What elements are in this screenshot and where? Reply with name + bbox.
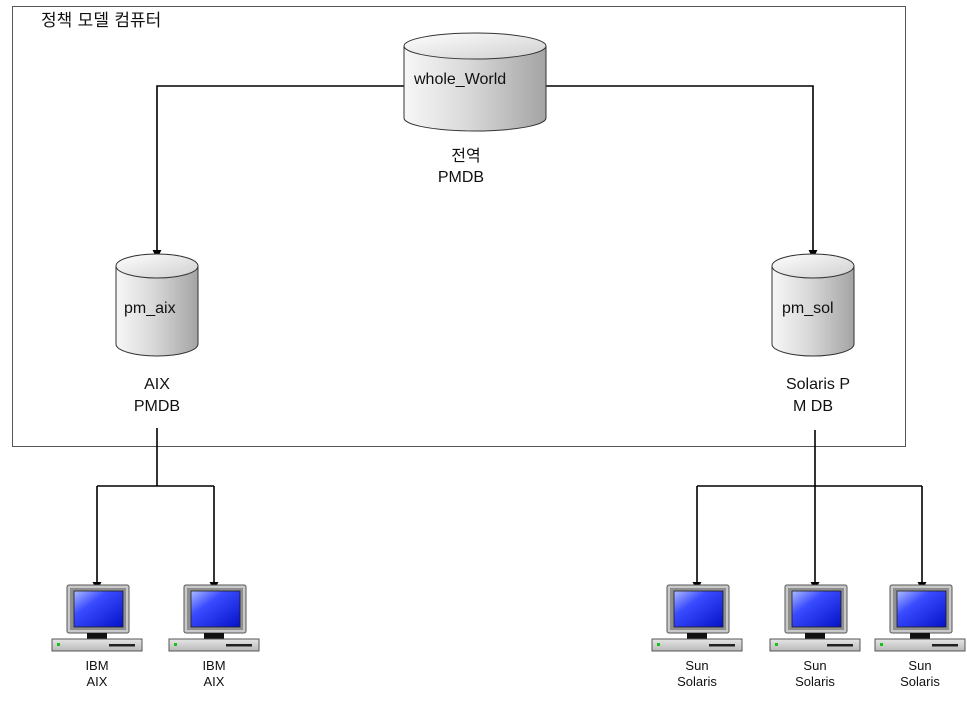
solaris-db-caption-line2: M DB — [793, 398, 833, 415]
aix-pmdb-cylinder — [115, 253, 199, 357]
global-db-name: whole_World — [413, 71, 506, 88]
policy-model-computer-frame — [12, 6, 906, 447]
computer-icon — [651, 584, 743, 652]
global-to-solaris-connector — [546, 85, 818, 259]
computer-icon — [874, 584, 966, 652]
computer-label-line1: IBM — [85, 658, 108, 673]
solaris-to-computers-connector — [692, 430, 927, 591]
computer-label-line1: IBM — [202, 658, 225, 673]
global-db-caption-line2: PMDB — [438, 169, 484, 186]
global-db-caption-line1: 전역 — [451, 146, 480, 165]
frame-title: 정책 모델 컴퓨터 — [41, 11, 161, 31]
solaris-db-caption-line1: Solaris P — [786, 376, 850, 393]
computer-icon — [51, 584, 143, 652]
computer-label-line1: Sun — [685, 658, 708, 673]
computer-label-line2: Solaris — [677, 674, 717, 689]
computer-icon — [168, 584, 260, 652]
computer-label-line1: Sun — [803, 658, 826, 673]
aix-db-caption-line2: PMDB — [134, 398, 180, 415]
aix-to-computers-connector — [92, 428, 219, 591]
solaris-pmdb-cylinder — [771, 253, 855, 357]
computer-label-line2: Solaris — [900, 674, 940, 689]
computer-label-line2: AIX — [87, 674, 108, 689]
computer-icon — [769, 584, 861, 652]
computer-label-line2: AIX — [204, 674, 225, 689]
solaris-db-name: pm_sol — [782, 300, 834, 317]
aix-db-caption-line1: AIX — [144, 376, 170, 393]
global-pmdb-cylinder — [403, 32, 547, 132]
aix-db-name: pm_aix — [124, 300, 176, 317]
computer-label-line1: Sun — [908, 658, 931, 673]
computer-label-line2: Solaris — [795, 674, 835, 689]
global-to-aix-connector — [152, 85, 404, 259]
